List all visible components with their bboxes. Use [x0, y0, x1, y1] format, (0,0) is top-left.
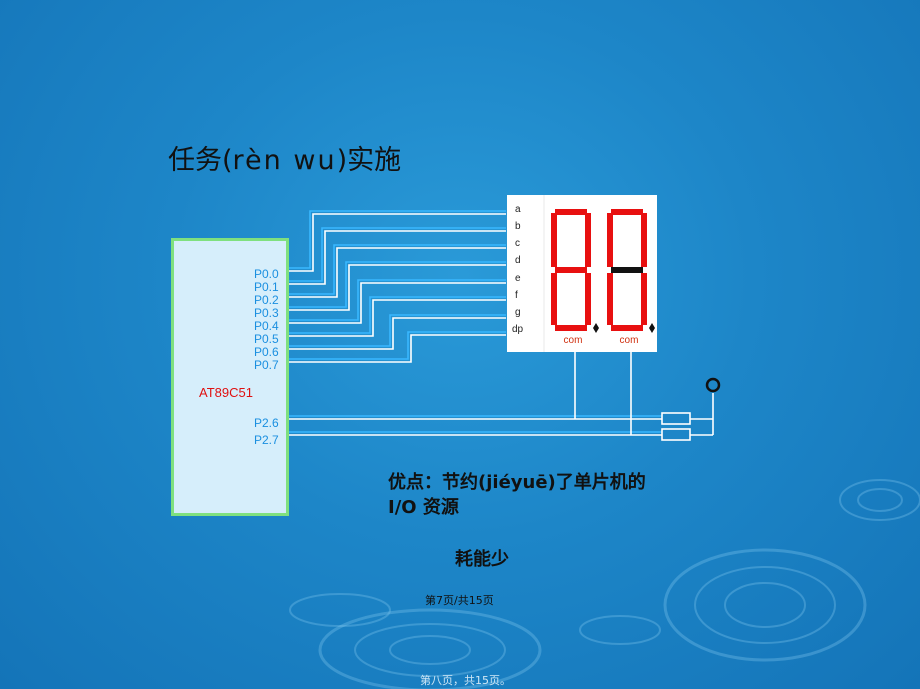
- segment-c: [641, 273, 647, 325]
- segment-b: [641, 213, 647, 267]
- title-prefix: 任务(: [168, 145, 233, 176]
- segment-a: [555, 209, 587, 215]
- resistor-p26: [661, 412, 691, 425]
- segment-label-dp: dp: [512, 324, 524, 335]
- digit-1-segments: [551, 209, 599, 333]
- segment-d: [611, 325, 643, 331]
- title-pinyin: rèn wu: [232, 145, 337, 176]
- pin-label-p0-1: P0.1: [254, 280, 279, 294]
- segment-f: [607, 213, 613, 267]
- advantage-line-3: 耗能少: [455, 549, 509, 570]
- pin-label-p0-7: P0.7: [254, 358, 279, 372]
- page-footer: 第八页，共15页。: [420, 674, 511, 687]
- segment-label-b: b: [515, 221, 521, 232]
- segment-g: [555, 267, 587, 273]
- digit-1-com-label: com: [563, 335, 583, 346]
- segment-label-c: c: [515, 238, 520, 249]
- pin-label-p0-3: P0.3: [254, 306, 279, 320]
- segment-label-f: f: [515, 290, 518, 301]
- power-terminal-icon: [705, 377, 721, 393]
- digit-1: com: [545, 195, 601, 352]
- segment-label-a: a: [515, 204, 521, 215]
- mcu-chip: AT89C51 P0.0 P0.1 P0.2 P0.3 P0.4 P0.5 P0…: [171, 238, 289, 516]
- slide-title: 任务(rèn wu)实施: [168, 138, 401, 177]
- advantage-line-2: I/O 资源: [388, 497, 459, 518]
- segment-d: [555, 325, 587, 331]
- pin-label-p0-4: P0.4: [254, 319, 279, 333]
- segment-label-g: g: [515, 307, 521, 318]
- digit-2-com-label: com: [619, 335, 639, 346]
- page-number: 第7页/共15页: [425, 594, 494, 607]
- resistor-p27: [661, 428, 691, 441]
- mcu-name: AT89C51: [199, 385, 253, 400]
- pin-label-p2-7: P2.7: [254, 433, 279, 447]
- segment-dp: [649, 323, 655, 333]
- segment-b: [585, 213, 591, 267]
- segment-c: [585, 273, 591, 325]
- advantage-text: 优点：节约(jiéyuē)了单片机的 I/O 资源: [388, 470, 646, 520]
- pin-label-p0-0: P0.0: [254, 267, 279, 281]
- segment-dp: [593, 323, 599, 333]
- segment-a: [611, 209, 643, 215]
- segment-label-column: a b c d e f g dp: [507, 195, 543, 352]
- segment-e: [607, 273, 613, 325]
- pin-label-p0-6: P0.6: [254, 345, 279, 359]
- pin-label-p0-5: P0.5: [254, 332, 279, 346]
- advantage-line-1: 优点：节约(jiéyuē)了单片机的: [388, 472, 646, 493]
- seven-segment-display: a b c d e f g dp com com: [507, 195, 657, 352]
- segment-label-d: d: [515, 255, 521, 266]
- digit-2: com: [601, 195, 657, 352]
- segment-label-e: e: [515, 273, 521, 284]
- pin-label-p0-2: P0.2: [254, 293, 279, 307]
- segment-f: [551, 213, 557, 267]
- digit-2-segments: [607, 209, 655, 333]
- segment-e: [551, 273, 557, 325]
- segment-g: [611, 267, 643, 273]
- pin-label-p2-6: P2.6: [254, 416, 279, 430]
- title-suffix: )实施: [336, 145, 402, 176]
